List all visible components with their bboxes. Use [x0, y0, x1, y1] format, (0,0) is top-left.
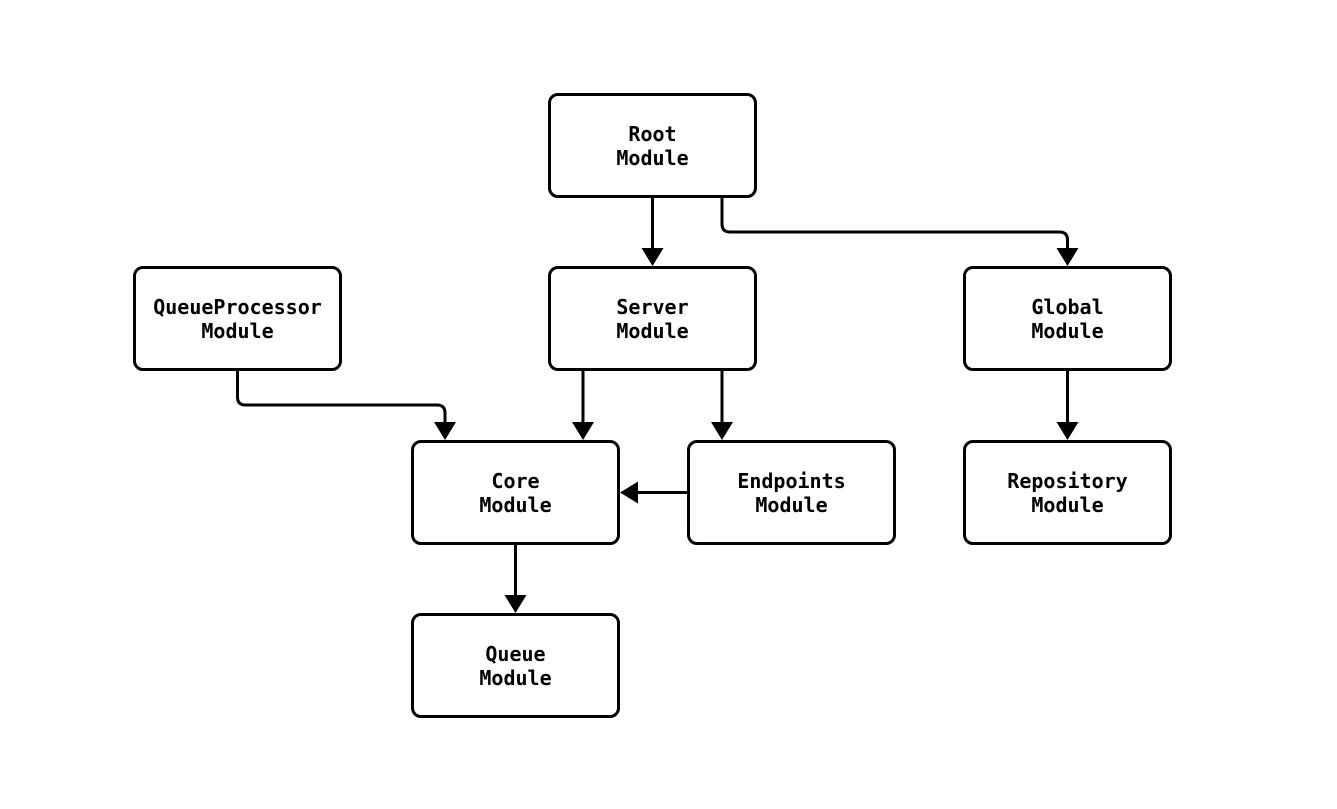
node-label-line2: Module [1031, 492, 1104, 517]
node-label-line2: Module [616, 318, 689, 343]
node-label-line2: Module [1031, 318, 1104, 343]
node-core-module: Core Module [411, 440, 620, 545]
node-label-line1: Core [491, 468, 540, 493]
arrowhead-server-to-core [572, 422, 594, 440]
arrowhead-server-to-endpoints [711, 422, 733, 440]
node-label-line1: Global [1031, 294, 1104, 319]
node-label-line1: QueueProcessor [153, 294, 322, 319]
edge-root-to-global [720, 198, 1069, 248]
node-repository-module: Repository Module [963, 440, 1172, 545]
node-root-module: Root Module [548, 93, 757, 198]
arrowhead-core-to-queue [504, 595, 527, 613]
node-global-module: Global Module [963, 266, 1172, 371]
node-queue-module: Queue Module [411, 613, 620, 718]
node-server-module: Server Module [548, 266, 757, 371]
node-label-line2: Module [616, 145, 689, 170]
node-label-line2: Module [479, 665, 552, 690]
arrowhead-queueprocessor-to-core [434, 422, 456, 440]
node-label-line1: Endpoints [737, 468, 846, 493]
node-label-line1: Repository [1007, 468, 1128, 493]
node-label-line2: Module [755, 492, 828, 517]
node-label-line1: Server [616, 294, 689, 319]
arrowhead-root-to-server [641, 248, 664, 266]
node-endpoints-module: Endpoints Module [687, 440, 896, 545]
node-label-line1: Root [628, 121, 677, 146]
node-queueprocessor-module: QueueProcessor Module [133, 266, 342, 371]
node-label-line2: Module [201, 318, 274, 343]
node-label-line2: Module [479, 492, 552, 517]
arrowhead-endpoints-to-core [620, 481, 638, 504]
node-label-line1: Queue [485, 641, 546, 666]
arrowhead-global-to-repository [1056, 422, 1079, 440]
arrowhead-root-to-global [1056, 248, 1079, 266]
edge-queueprocessor-to-core [236, 371, 447, 422]
